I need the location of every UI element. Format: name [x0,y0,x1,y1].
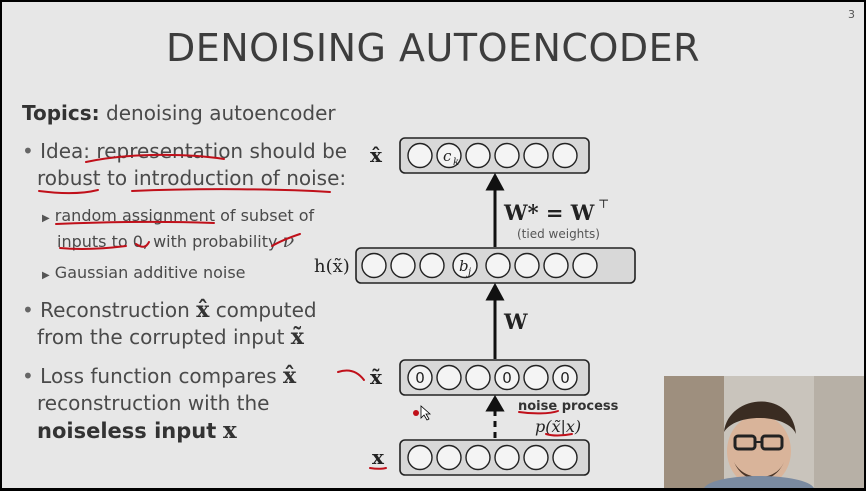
bullet-idea-line1: • Idea: representation should be [22,138,347,165]
underline-representation [85,153,225,163]
unit-circle [485,252,511,279]
unit-circle [436,364,462,391]
handwritten-annotations [38,153,573,470]
math-x: x [222,417,237,444]
webcam-video [664,376,864,488]
underline-random-assignment [55,220,215,225]
unit-circle [465,444,491,471]
unit-circle [572,252,598,279]
underline-nu [271,233,301,247]
recon-text-b: computed [215,298,317,322]
unit-circle [436,142,462,169]
zero-label: 0 [560,369,570,387]
unit-circle [494,364,520,391]
label-noise-process: noise process [518,399,619,414]
recon-text-c: from the corrupted input [37,325,285,349]
bullet-loss-line2: reconstruction with the [37,391,270,415]
unit-circle [465,142,491,169]
label-w: W [503,309,528,334]
unit-label-c-sub: k [453,157,459,168]
unit-circle [436,444,462,471]
arrow-decoder-head [485,172,505,191]
unit-label-c: c [443,147,452,165]
label-x-hat: x̂ [370,143,383,167]
loss-text-bold: noiseless input [37,419,217,443]
mouse-cursor-icon [420,405,432,421]
label-w-star: W* = W [503,200,595,225]
unit-circle [407,364,433,391]
unit-circle [407,142,433,169]
unit-label-b-sub: j [466,267,471,278]
unit-circle [552,364,578,391]
unit-circle [552,444,578,471]
subbullet-gaussian-text: Gaussian additive noise [54,263,246,282]
unit-circle [494,444,520,471]
recon-text-a: Reconstruction [40,298,190,322]
bullet-recon-line2: from the corrupted input x̃ [37,324,304,351]
unit-circle [419,252,445,279]
unit-circle [523,142,549,169]
zero-label: 0 [502,369,512,387]
idea-label: Idea: [40,139,91,163]
math-x-hat-2: x̂ [282,363,297,389]
unit-circle [407,444,433,471]
underline-inputs [59,245,127,251]
arrow-encoder-head [485,282,505,301]
unit-circle [523,364,549,391]
loss-text-a: Loss function compares [40,364,277,388]
math-x-tilde: x̃ [290,324,304,350]
page-number: 3 [848,8,855,21]
triangle-bullet-icon: ▶ [42,213,50,224]
unit-circle [465,364,491,391]
label-noise-formula: p(x̃|x) [535,417,581,436]
bullet-dot: • [22,364,34,388]
slide-title: DENOISING AUTOENCODER [165,26,701,70]
unit-circle [514,252,540,279]
unit-circle [390,252,416,279]
unit-circle [452,252,478,279]
unit-circle [494,142,520,169]
label-tied-weights: (tied weights) [517,227,600,241]
subbullet-random-line2: inputs to 0, with probability ν [57,230,294,253]
unit-label-b: b [459,257,469,275]
subbullet-random-text2: inputs to 0, with probability [57,232,278,251]
triangle-bullet-icon: ▶ [42,270,50,281]
underline-noise [518,410,559,415]
underline-robust [38,189,99,195]
bullet-dot: • [22,139,34,163]
unit-circle [543,252,569,279]
subbullet-gaussian: ▶ Gaussian additive noise [42,261,246,287]
nu-symbol: ν [282,230,295,252]
tick-x-tilde [337,369,365,381]
presenter-video-icon [664,376,864,488]
underline-introduction [131,188,331,193]
zero-label: 0 [415,369,425,387]
label-x-tilde: x̃ [370,365,383,389]
bullet-dot: • [22,298,34,322]
unit-circle [361,252,387,279]
unit-circle [552,142,578,169]
label-x: x [372,445,385,469]
underline-zero [135,241,150,248]
underline-x [369,467,387,470]
unit-circle [523,444,549,471]
label-h-x-tilde: h(x̃) [314,256,350,277]
bullet-loss-line1: • Loss function compares x̂ [22,363,296,390]
topics-line: Topics: denoising autoencoder [22,100,336,127]
pointer-dot [413,410,419,416]
subbullet-random-text: random assignment of subset of [54,206,315,225]
label-transpose: ⊤ [598,197,609,211]
math-x-hat: x̂ [196,297,210,323]
bullet-idea-line2: robust to introduction of noise: [37,166,347,190]
bullet-recon-line1: • Reconstruction x̂ computed [22,297,317,324]
arrow-noise-head [485,395,505,412]
subbullet-random-line1: ▶ random assignment of subset of [42,204,314,230]
underline-formula [545,433,573,437]
topics-label: Topics: [22,101,100,125]
topics-text: denoising autoencoder [106,101,336,125]
bullet-loss-line3: noiseless input x [37,417,237,445]
